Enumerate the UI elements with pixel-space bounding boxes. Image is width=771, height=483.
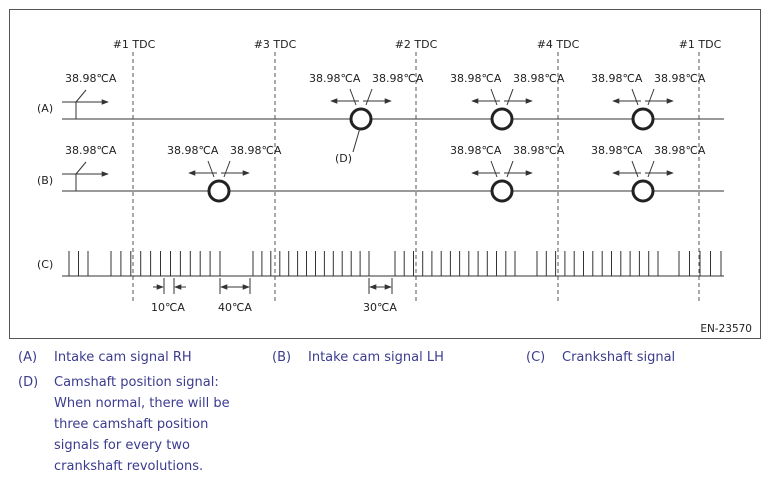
cam-pulse-circle bbox=[349, 107, 373, 131]
figure-id: EN-23570 bbox=[700, 323, 752, 335]
row-label-a: (A) bbox=[37, 102, 53, 115]
cam-pulse: 38.98℃A 38.98℃A bbox=[167, 144, 282, 203]
legend-key: (D) bbox=[18, 375, 39, 390]
angle-label: 38.98℃A bbox=[654, 72, 706, 85]
legend-text: Camshaft position signal: When normal, t… bbox=[54, 375, 230, 474]
legend-key: (C) bbox=[526, 350, 546, 365]
tdc-label: #3 TDC bbox=[254, 38, 297, 51]
legend-item-b: (B) Intake cam signal LH bbox=[272, 347, 512, 368]
callout-label-d: (D) bbox=[335, 152, 352, 165]
legend-key: (A) bbox=[18, 350, 38, 365]
cam-pulse: 38.98℃A 38.98℃A bbox=[591, 144, 706, 203]
angle-label: 38.98℃A bbox=[654, 144, 706, 157]
callout-leader bbox=[352, 127, 361, 153]
interval-markers bbox=[153, 278, 393, 294]
legend-key: (B) bbox=[272, 350, 292, 365]
cam-pulse: 38.98℃A 38.98℃A bbox=[591, 72, 706, 131]
interval-label-30: 30℃A bbox=[363, 301, 397, 314]
cam-pulse-circle bbox=[490, 179, 514, 203]
angle-label: 38.98℃A bbox=[450, 144, 502, 157]
row-label-b: (B) bbox=[37, 174, 53, 187]
row-label-c: (C) bbox=[37, 258, 53, 271]
timing-diagram-svg: #1 TDC #3 TDC #2 TDC #4 TDC #1 TDC (A) (… bbox=[37, 38, 752, 335]
timing-diagram: #1 TDC #3 TDC #2 TDC #4 TDC #1 TDC (A) (… bbox=[9, 9, 761, 339]
start-markers bbox=[62, 89, 109, 191]
legend-item-a: (A) Intake cam signal RH bbox=[18, 347, 258, 368]
angle-label: 38.98℃A bbox=[230, 144, 282, 157]
cam-pulse-circle bbox=[631, 179, 655, 203]
interval-label-10: 10℃A bbox=[151, 301, 185, 314]
cam-pulse: 38.98℃A 38.98℃A bbox=[450, 72, 565, 131]
tdc-label: #2 TDC bbox=[395, 38, 438, 51]
tdc-lines bbox=[132, 52, 700, 302]
angle-label: 38.98℃A bbox=[309, 72, 361, 85]
cam-pulse-circle bbox=[631, 107, 655, 131]
angle-label: 38.98℃A bbox=[167, 144, 219, 157]
tdc-labels: #1 TDC #3 TDC #2 TDC #4 TDC #1 TDC bbox=[113, 38, 722, 51]
tdc-label: #4 TDC bbox=[537, 38, 580, 51]
crank-teeth bbox=[68, 251, 722, 276]
legend-text: Crankshaft signal bbox=[562, 350, 676, 365]
legend-text: Intake cam signal RH bbox=[54, 350, 192, 365]
legend-item-d: (D) Camshaft position signal: When norma… bbox=[18, 372, 258, 482]
cam-pulse: 38.98℃A 38.98℃A bbox=[309, 72, 424, 131]
angle-label: 38.98℃A bbox=[513, 144, 565, 157]
row-labels: (A) (B) (C) bbox=[37, 102, 53, 271]
interval-label-40: 40℃A bbox=[218, 301, 252, 314]
cam-pulse: 38.98℃A 38.98℃A bbox=[450, 144, 565, 203]
angle-label: 38.98℃A bbox=[450, 72, 502, 85]
angle-label: 38.98℃A bbox=[513, 72, 565, 85]
tdc-label: #1 TDC bbox=[679, 38, 722, 51]
angle-label: 38.98℃A bbox=[591, 144, 643, 157]
angle-label-start-a: 38.98℃A bbox=[65, 72, 117, 85]
angle-label: 38.98℃A bbox=[372, 72, 424, 85]
legend-item-c: (C) Crankshaft signal bbox=[526, 347, 766, 368]
angle-label-start-b: 38.98℃A bbox=[65, 144, 117, 157]
cam-pulse-circle bbox=[207, 179, 231, 203]
angle-label: 38.98℃A bbox=[591, 72, 643, 85]
cam-pulse-circle bbox=[490, 107, 514, 131]
signal-baselines bbox=[62, 118, 724, 277]
legend-text: Intake cam signal LH bbox=[308, 350, 444, 365]
tdc-label: #1 TDC bbox=[113, 38, 156, 51]
